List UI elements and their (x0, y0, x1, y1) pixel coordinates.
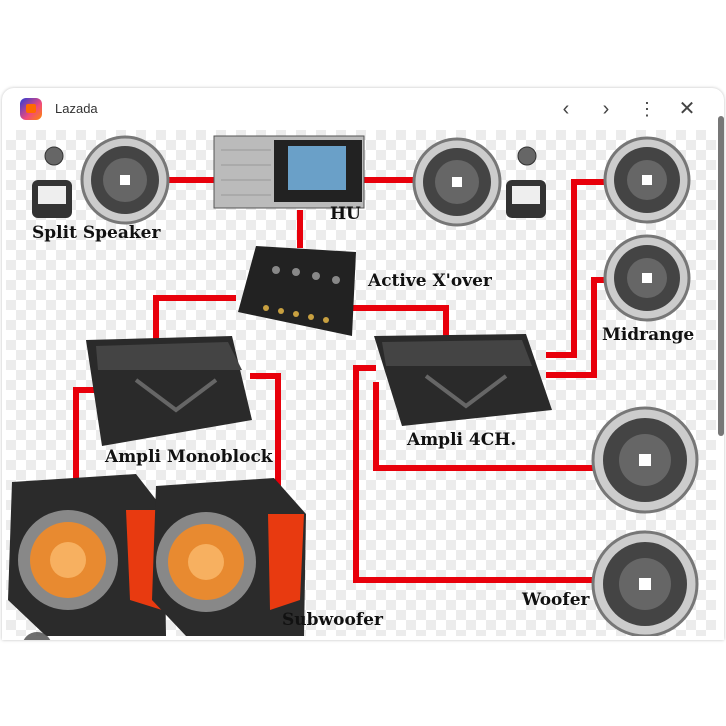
active-crossover (238, 246, 356, 336)
right-tweeter-part (512, 186, 540, 204)
right-tweeter (506, 146, 546, 218)
active-crossover-part-part (272, 266, 280, 274)
left-speaker-part (120, 175, 130, 185)
label-ampli-monoblock: Ampli Monoblock (105, 447, 273, 467)
label-subwoofer: Subwoofer (282, 610, 383, 630)
active-crossover-part-part (278, 308, 284, 314)
wire-mono-sub-1 (250, 373, 281, 500)
active-crossover-part-part (308, 314, 314, 320)
ampli-monoblock-part (96, 342, 242, 370)
ampli-4ch-part (424, 374, 508, 409)
active-crossover-part-part (292, 268, 300, 276)
lazada-logo-icon (20, 98, 42, 120)
label-woofer: Woofer (522, 590, 590, 610)
label-midrange: Midrange (602, 325, 695, 345)
wire-4ch-midrange-2 (546, 277, 606, 378)
image-viewer-window: Lazada ‹ › ⋮ ✕ (2, 88, 724, 640)
subwoofer-box-2 (152, 478, 306, 636)
car-audio-diagram: Split Speaker HU Active X'over Midrange … (6, 130, 716, 640)
label-hu: HU (330, 204, 361, 224)
visual-search-lens-icon[interactable] (22, 632, 52, 640)
ampli-monoblock (86, 336, 252, 446)
active-crossover-part (272, 266, 340, 284)
ampli-4ch-part (382, 340, 532, 366)
subwoofer-box-2-part (268, 514, 304, 610)
wire-mono-sub-2 (73, 387, 96, 490)
wire-4ch-woofer-1 (373, 382, 596, 471)
woofer-speaker-1-part (639, 454, 651, 466)
head-unit-part (221, 149, 271, 196)
diagram-graphics-part (73, 177, 606, 583)
woofer-speaker-1 (591, 406, 699, 514)
right-speaker (412, 137, 502, 227)
active-crossover-part-part (293, 311, 299, 317)
left-tweeter-part (44, 146, 64, 166)
midrange-speaker-2 (603, 234, 691, 322)
wire-xover-4ch (352, 305, 449, 336)
subwoofer-box-2-part (188, 544, 224, 580)
chevron-left-icon[interactable]: ‹ (562, 98, 570, 120)
subwoofer-box-1-part (50, 542, 86, 578)
wire-xover-monoblock (153, 295, 236, 340)
more-vert-icon[interactable]: ⋮ (638, 99, 656, 119)
left-tweeter-part (38, 186, 66, 204)
subwoofer-box-1 (8, 474, 166, 636)
active-crossover-part (238, 246, 356, 336)
ampli-monoblock-part (134, 378, 218, 413)
active-crossover-part-part (332, 276, 340, 284)
label-ampli-4ch: Ampli 4CH. (407, 430, 517, 450)
active-crossover-part (263, 305, 329, 323)
scrollbar[interactable] (718, 100, 724, 640)
woofer-speaker-2-part (639, 578, 651, 590)
label-active-xover: Active X'over (368, 271, 492, 291)
close-icon[interactable]: ✕ (678, 98, 696, 120)
window-title: Lazada (55, 101, 98, 116)
ampli-4ch (374, 334, 552, 426)
right-tweeter-part (517, 146, 537, 166)
midrange-speaker-1-part (642, 175, 652, 185)
left-speaker (80, 135, 170, 225)
active-crossover-part-part (323, 317, 329, 323)
scrollbar-thumb[interactable] (718, 116, 724, 436)
woofer-speaker-2 (591, 530, 699, 636)
right-speaker-part (452, 177, 462, 187)
diagram-graphics (8, 135, 699, 636)
active-crossover-part-part (312, 272, 320, 280)
label-split-speaker: Split Speaker (32, 223, 161, 243)
wire-4ch-woofer-2 (353, 365, 596, 583)
midrange-speaker-2-part (642, 273, 652, 283)
wire-4ch-midrange-1 (546, 179, 606, 358)
head-unit (213, 135, 365, 209)
chevron-right-icon[interactable]: › (602, 98, 610, 120)
head-unit-part (288, 146, 346, 190)
left-tweeter (32, 146, 72, 218)
active-crossover-part-part (263, 305, 269, 311)
viewer-header: Lazada ‹ › ⋮ ✕ (2, 88, 724, 130)
midrange-speaker-1 (603, 136, 691, 224)
